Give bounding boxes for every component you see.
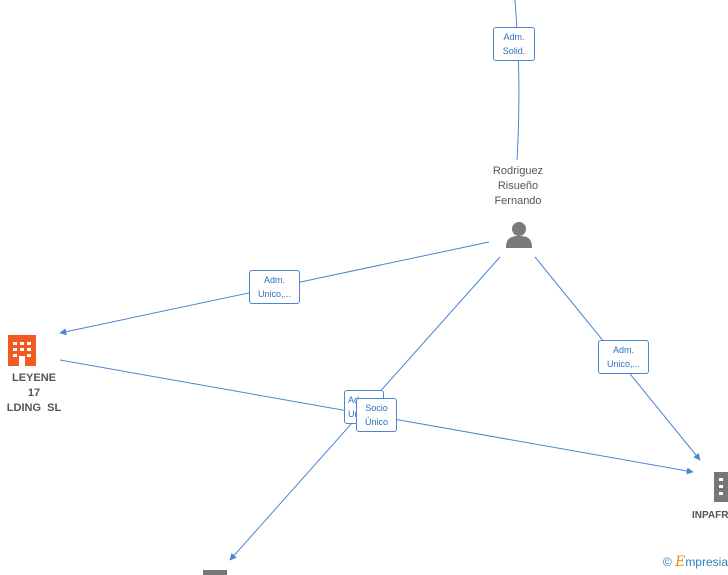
edge-label-left-line-2: Unico,... — [257, 289, 291, 299]
left-company-line-2: 17 — [27, 387, 41, 399]
left-company-label[interactable]: LEYENE 17 LDING SL — [0, 371, 72, 416]
building-icon-bottom-company[interactable] — [203, 570, 227, 575]
edge-label-top-line-1: Adm. — [503, 32, 525, 42]
edge-label-center-front-line-1: Socio — [365, 403, 388, 413]
left-company-line-3: LDING SL — [6, 402, 62, 414]
copyright-icon: © — [662, 555, 672, 569]
edge-label-center-front-line-2: Único — [364, 417, 388, 427]
building-icon-right-company[interactable] — [714, 472, 728, 502]
person-name-line-2: Risueño — [497, 180, 539, 192]
person-name-line-3: Fernando — [494, 195, 542, 207]
edge-top — [514, 0, 520, 161]
brand-initial: E — [675, 554, 686, 570]
edge-label-right-line-2: Unico,... — [606, 359, 640, 369]
right-company-line-1: INPAFR — [692, 510, 728, 521]
person-name-line-1: Rodriguez — [492, 165, 544, 177]
brand-name: mpresia — [685, 555, 728, 569]
edge-label-left-line-1: Adm. — [263, 275, 285, 285]
right-company-label[interactable]: INPAFR — [692, 508, 728, 523]
edge-label-top[interactable]: Adm. Solid. — [493, 27, 535, 61]
empresia-watermark: © Empresia — [663, 554, 728, 570]
person-name-label[interactable]: Rodriguez Risueño Fernando — [478, 164, 558, 209]
edge-label-right[interactable]: Adm. Unico,... — [598, 340, 649, 374]
edge-label-center-front[interactable]: Socio Único — [356, 398, 397, 432]
left-company-line-1: LEYENE — [11, 372, 56, 384]
building-icon-left-company[interactable] — [8, 335, 36, 366]
person-icon[interactable] — [506, 222, 532, 248]
edge-label-top-line-2: Solid. — [502, 46, 526, 56]
edge-label-left[interactable]: Adm. Unico,... — [249, 270, 300, 304]
edge-label-right-line-1: Adm. — [612, 345, 634, 355]
